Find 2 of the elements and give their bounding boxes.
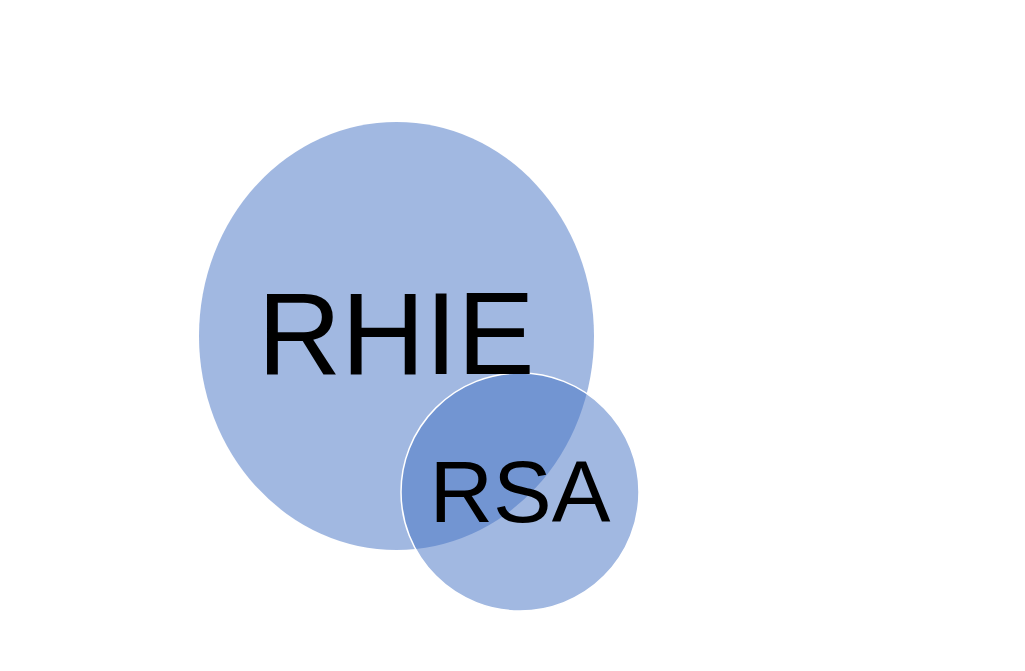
circle-label: RSA	[429, 448, 611, 536]
circle-label: RHIE	[257, 276, 535, 392]
